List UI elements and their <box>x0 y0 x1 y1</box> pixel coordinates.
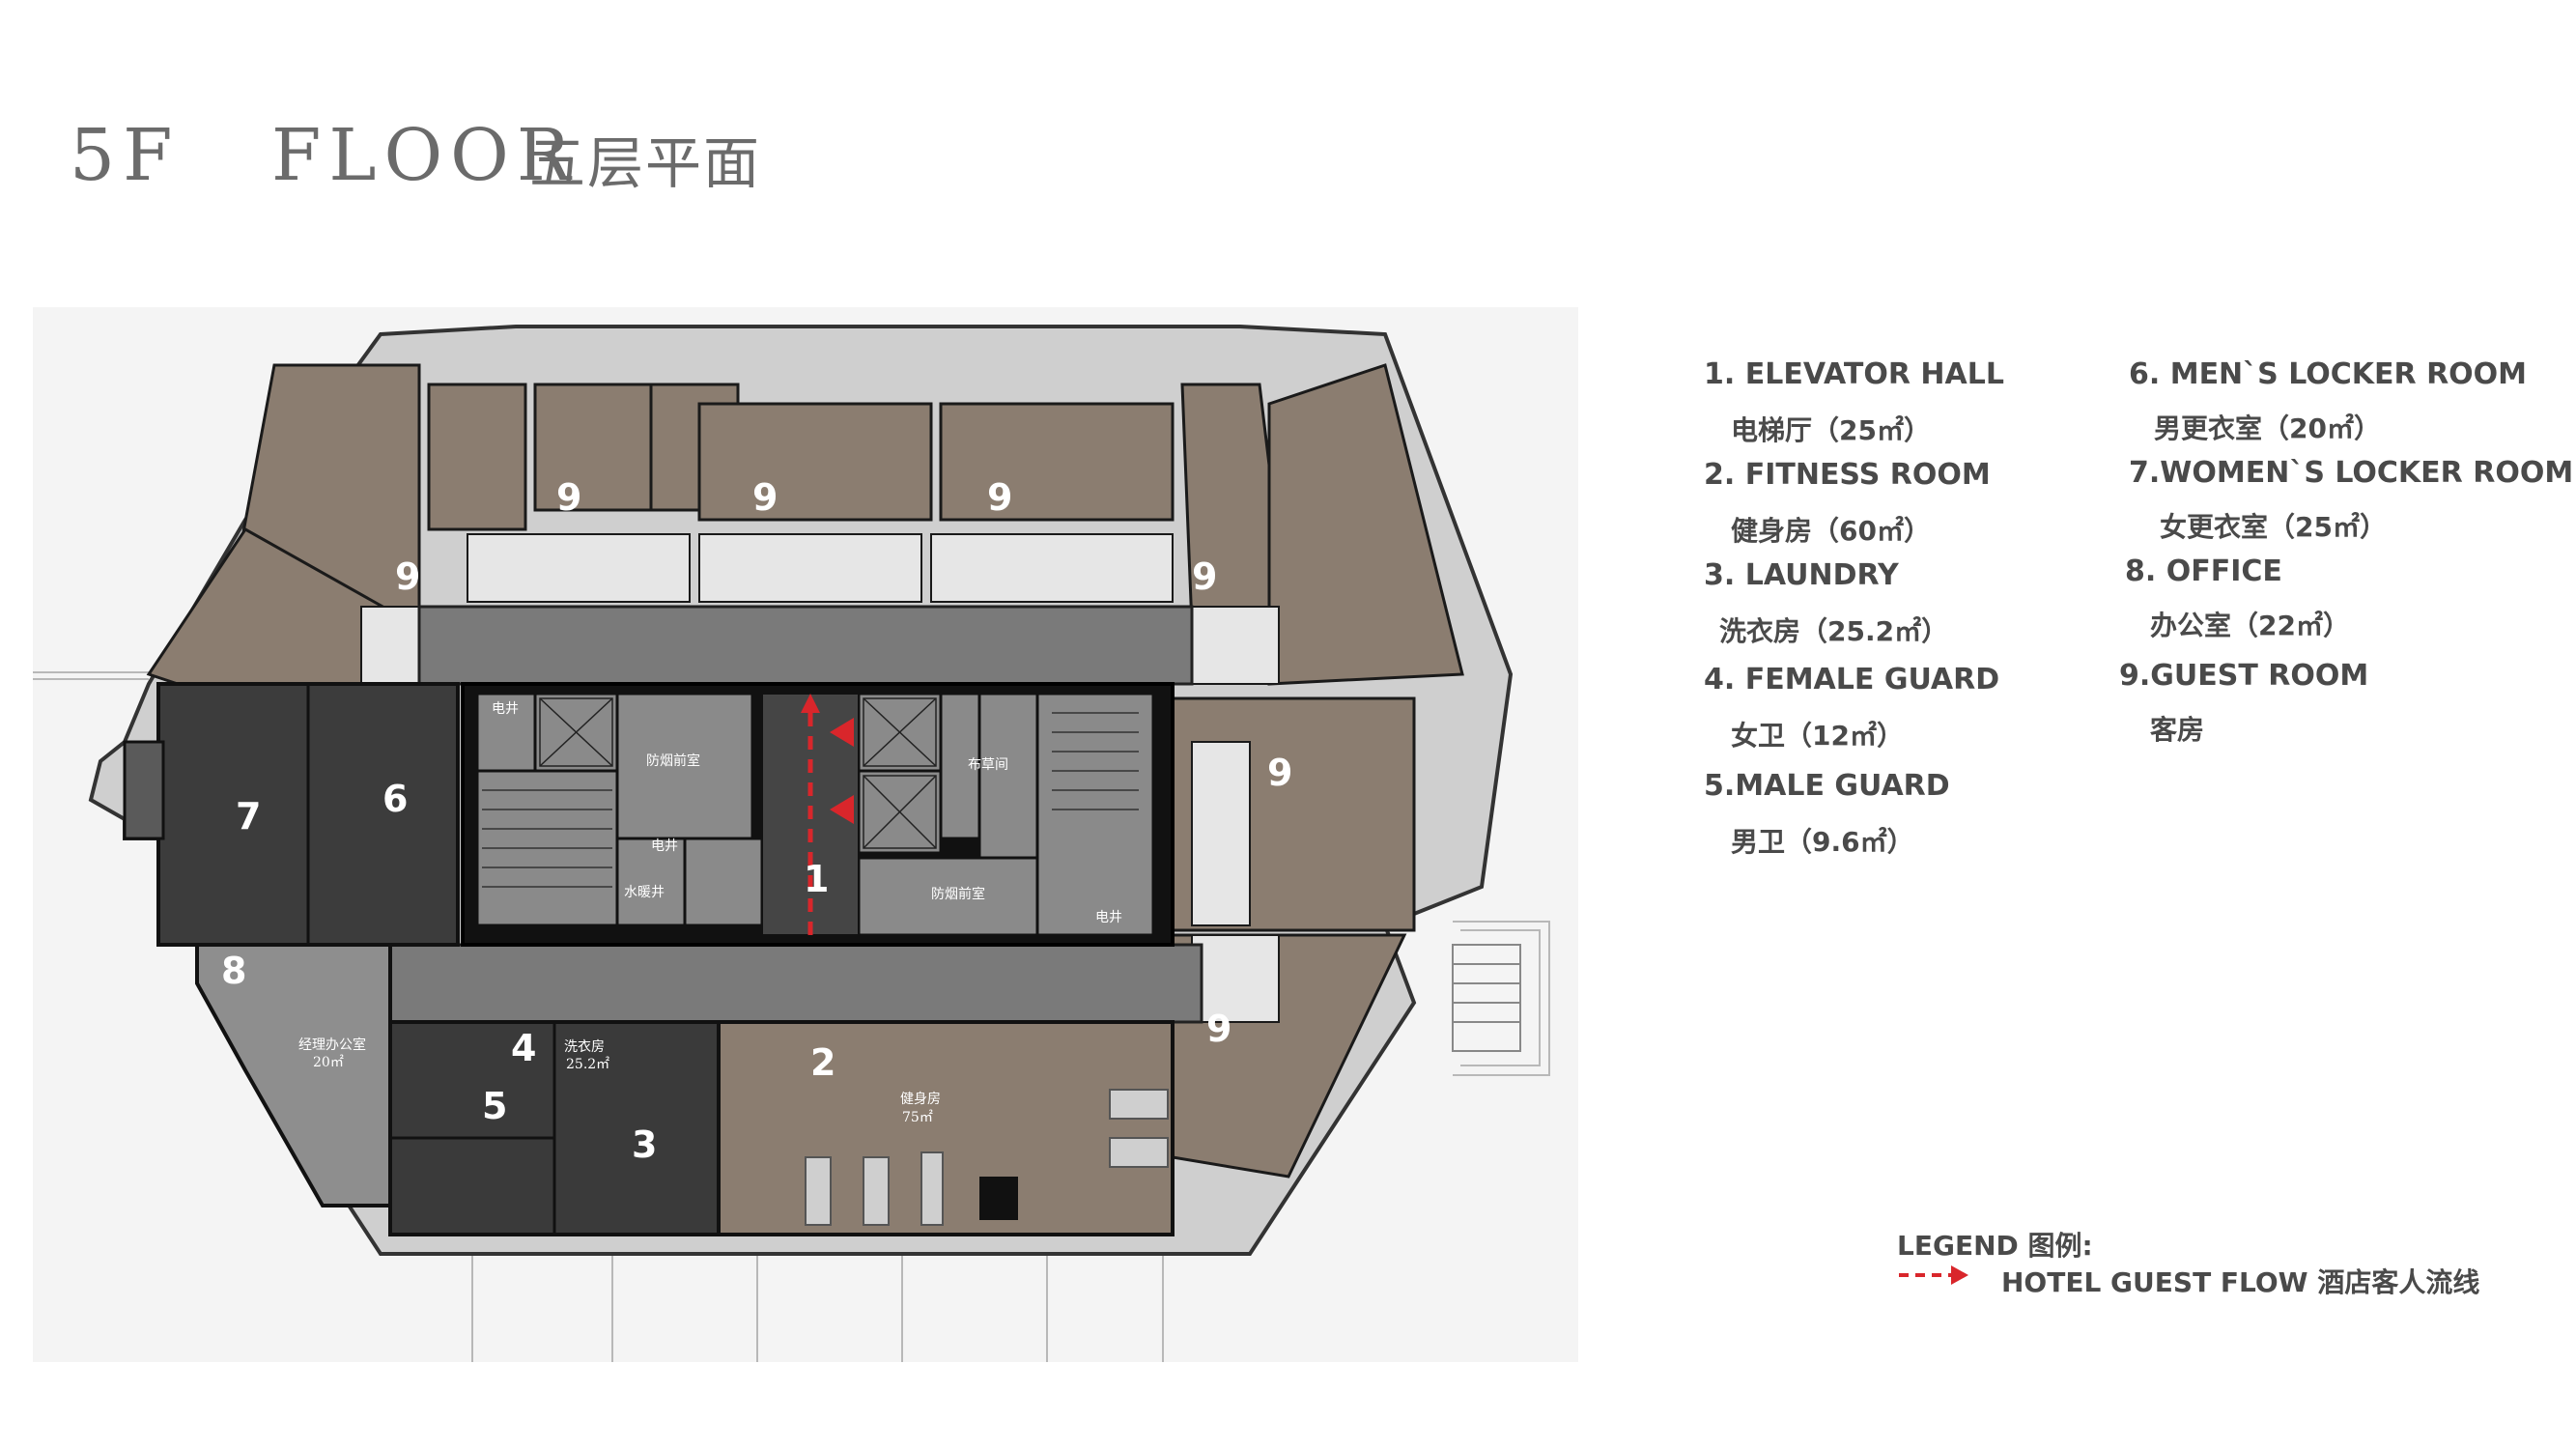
legend-item-9-en: 9.GUEST ROOM <box>2119 659 2369 693</box>
label-smoke-front-1: 防烟前室 <box>646 753 700 769</box>
label-elec-shaft-2: 电井 <box>651 838 678 854</box>
legend-item-6-cn: 男更衣室（20㎡） <box>2154 412 2381 444</box>
legend-item-2-en: 2. FITNESS ROOM <box>1704 458 1991 492</box>
office-room <box>195 943 392 1208</box>
room-number-9-g: 9 <box>1206 1008 1231 1050</box>
label-water-shaft: 水暖井 <box>624 885 665 900</box>
corridor-bottom <box>388 943 1203 1024</box>
legend-item-7-en: 7.WOMEN`S LOCKER ROOM <box>2129 456 2574 490</box>
flow-arrowhead-right-1 <box>830 718 854 747</box>
label-gym-area: 75㎡ <box>902 1110 933 1125</box>
legend-item-1-en: 1. ELEVATOR HALL <box>1704 357 2004 391</box>
label-laundry: 洗衣房 <box>564 1039 605 1055</box>
room-number-9-c: 9 <box>752 476 778 519</box>
label-office-area: 20㎡ <box>313 1055 344 1070</box>
legend-item-3-cn: 洗衣房（25.2㎡） <box>1719 615 1949 647</box>
room-number-5: 5 <box>482 1085 507 1127</box>
gym-equipment <box>805 1089 1169 1226</box>
floor-title-cn: 五层平面 <box>529 130 762 196</box>
balcony-stair-right <box>1452 944 1521 1052</box>
room-number-4: 4 <box>511 1027 536 1069</box>
west-bay <box>123 740 165 840</box>
room-number-9-b: 9 <box>556 476 581 519</box>
label-smoke-front-2: 防烟前室 <box>931 886 985 902</box>
label-elec-shaft-1: 电井 <box>492 701 519 717</box>
flow-arrowhead-right-2 <box>830 795 854 824</box>
legend-item-1-cn: 电梯厅（25㎡） <box>1731 414 1931 446</box>
legend-item-5-cn: 男卫（9.6㎡） <box>1731 826 1914 858</box>
label-elec-shaft-3: 电井 <box>1095 910 1122 925</box>
room-number-9-a: 9 <box>395 555 420 598</box>
legend-item-3-en: 3. LAUNDRY <box>1704 558 1899 592</box>
legend-item-2-cn: 健身房（60㎡） <box>1731 515 1931 547</box>
elevator-shafts <box>539 697 937 849</box>
guest-room-floors <box>146 363 1464 1179</box>
room-number-6: 6 <box>382 778 408 820</box>
label-gym: 健身房 <box>900 1092 941 1107</box>
legend-item-7-cn: 女更衣室（25㎡） <box>2160 511 2387 543</box>
legend-item-8-en: 8. OFFICE <box>2125 554 2282 588</box>
room-number-9-d: 9 <box>987 476 1012 519</box>
gym-room <box>717 1020 1175 1236</box>
legend-item-4-cn: 女卫（12㎡） <box>1731 720 1904 752</box>
legend-title: LEGEND 图例: <box>1897 1230 2093 1262</box>
label-office: 经理办公室 <box>298 1037 366 1053</box>
room-number-8: 8 <box>221 950 246 992</box>
legend-item-6-en: 6. MEN`S LOCKER ROOM <box>2129 357 2528 391</box>
room-number-9-e: 9 <box>1192 555 1217 598</box>
floor-title-en: 5F FLOOR <box>70 114 579 197</box>
legend-item-4-en: 4. FEMALE GUARD <box>1704 663 2000 696</box>
floor-plan: 1 2 3 4 5 6 7 8 9 9 9 9 9 9 9 防烟前室 防烟前室 … <box>33 307 1578 1362</box>
floor-plan-drawing: 1 2 3 4 5 6 7 8 9 9 9 9 9 9 9 防烟前室 防烟前室 … <box>33 325 1550 1362</box>
label-laundry-area: 25.2㎡ <box>566 1057 609 1072</box>
corridor-top <box>417 605 1194 686</box>
room-number-9-f: 9 <box>1267 752 1292 794</box>
guest-flow-legend-label: HOTEL GUEST FLOW 酒店客人流线 <box>2001 1266 2480 1298</box>
bathrooms <box>360 533 1280 1023</box>
room-number-1: 1 <box>804 858 829 900</box>
label-linen-room: 布草间 <box>968 757 1008 773</box>
room-number-7: 7 <box>236 795 261 838</box>
legend-item-5-en: 5.MALE GUARD <box>1704 769 1950 803</box>
guest-flow-legend-arrow <box>1899 1265 1968 1285</box>
gym-column <box>979 1177 1018 1220</box>
room-number-3: 3 <box>632 1123 657 1166</box>
legend-item-9-cn: 客房 <box>2150 714 2205 746</box>
flow-arrowhead-top <box>801 694 820 713</box>
legend-item-8-cn: 办公室（22㎡） <box>2150 610 2350 641</box>
stair-lines <box>482 712 1139 888</box>
room-number-2: 2 <box>810 1041 835 1084</box>
